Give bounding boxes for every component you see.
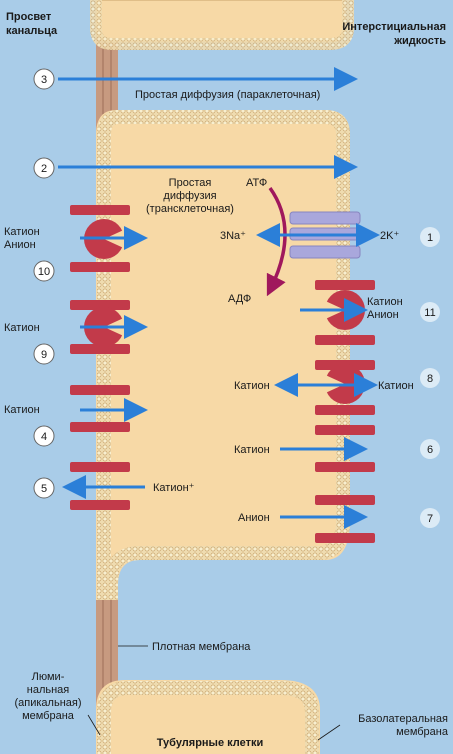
label-anion-11: Анион (367, 309, 399, 321)
num-9: 9 (41, 349, 47, 361)
label-cation-8-right: Катион (378, 380, 414, 392)
label-trans-1: Простая (169, 177, 212, 189)
label-na: 3Na⁺ (220, 230, 246, 242)
num-4: 4 (41, 431, 47, 443)
number-markers (33, 68, 440, 528)
label-cation-plus-5: Катион⁺ (153, 482, 195, 494)
num-2: 2 (41, 163, 47, 175)
lumen-header-1: Просвет (6, 11, 52, 23)
label-cation-11: Катион (367, 296, 403, 308)
num-7: 7 (427, 513, 433, 525)
label-luminal-2: нальная (27, 684, 70, 696)
label-trans-3: (трансклеточная) (146, 203, 234, 215)
interstitial-header-1: Интерстициальная (342, 21, 446, 33)
label-cation-6: Катион (234, 444, 270, 456)
bottom-cell (96, 680, 320, 754)
num-3: 3 (41, 74, 47, 86)
label-trans-2: диффузия (163, 190, 216, 202)
label-cation-4: Катион (4, 404, 40, 416)
interstitial-header-2: жидкость (393, 35, 446, 47)
top-cell (95, 0, 346, 43)
label-tubular: Тубулярные клетки (157, 737, 264, 749)
label-basolateral-1: Базолатеральная (358, 713, 448, 725)
label-adp: АДФ (228, 293, 251, 305)
label-luminal-1: Люми- (32, 671, 65, 683)
label-basolateral-2: мембрана (396, 726, 449, 738)
label-cation-10: Катион (4, 226, 40, 238)
label-anion-7: Анион (238, 512, 270, 524)
num-6: 6 (427, 444, 433, 456)
num-11: 11 (424, 307, 435, 319)
lumen-header-2: канальца (6, 25, 58, 37)
label-cation-8-left: Катион (234, 380, 270, 392)
num-5: 5 (41, 483, 47, 495)
label-atp: АТФ (246, 177, 267, 189)
label-k: 2K⁺ (380, 230, 399, 242)
num-8: 8 (427, 373, 433, 385)
label-luminal-3: (апикальная) (14, 697, 81, 709)
label-luminal-4: мембрана (22, 710, 75, 722)
num-10: 10 (38, 266, 50, 278)
label-tight: Плотная мембрана (152, 641, 251, 653)
label-para: Простая диффузия (параклеточная) (135, 89, 320, 101)
label-cation-9: Катион (4, 322, 40, 334)
num-1: 1 (427, 232, 433, 244)
main-cell (96, 110, 350, 600)
label-anion-10: Анион (4, 239, 36, 251)
